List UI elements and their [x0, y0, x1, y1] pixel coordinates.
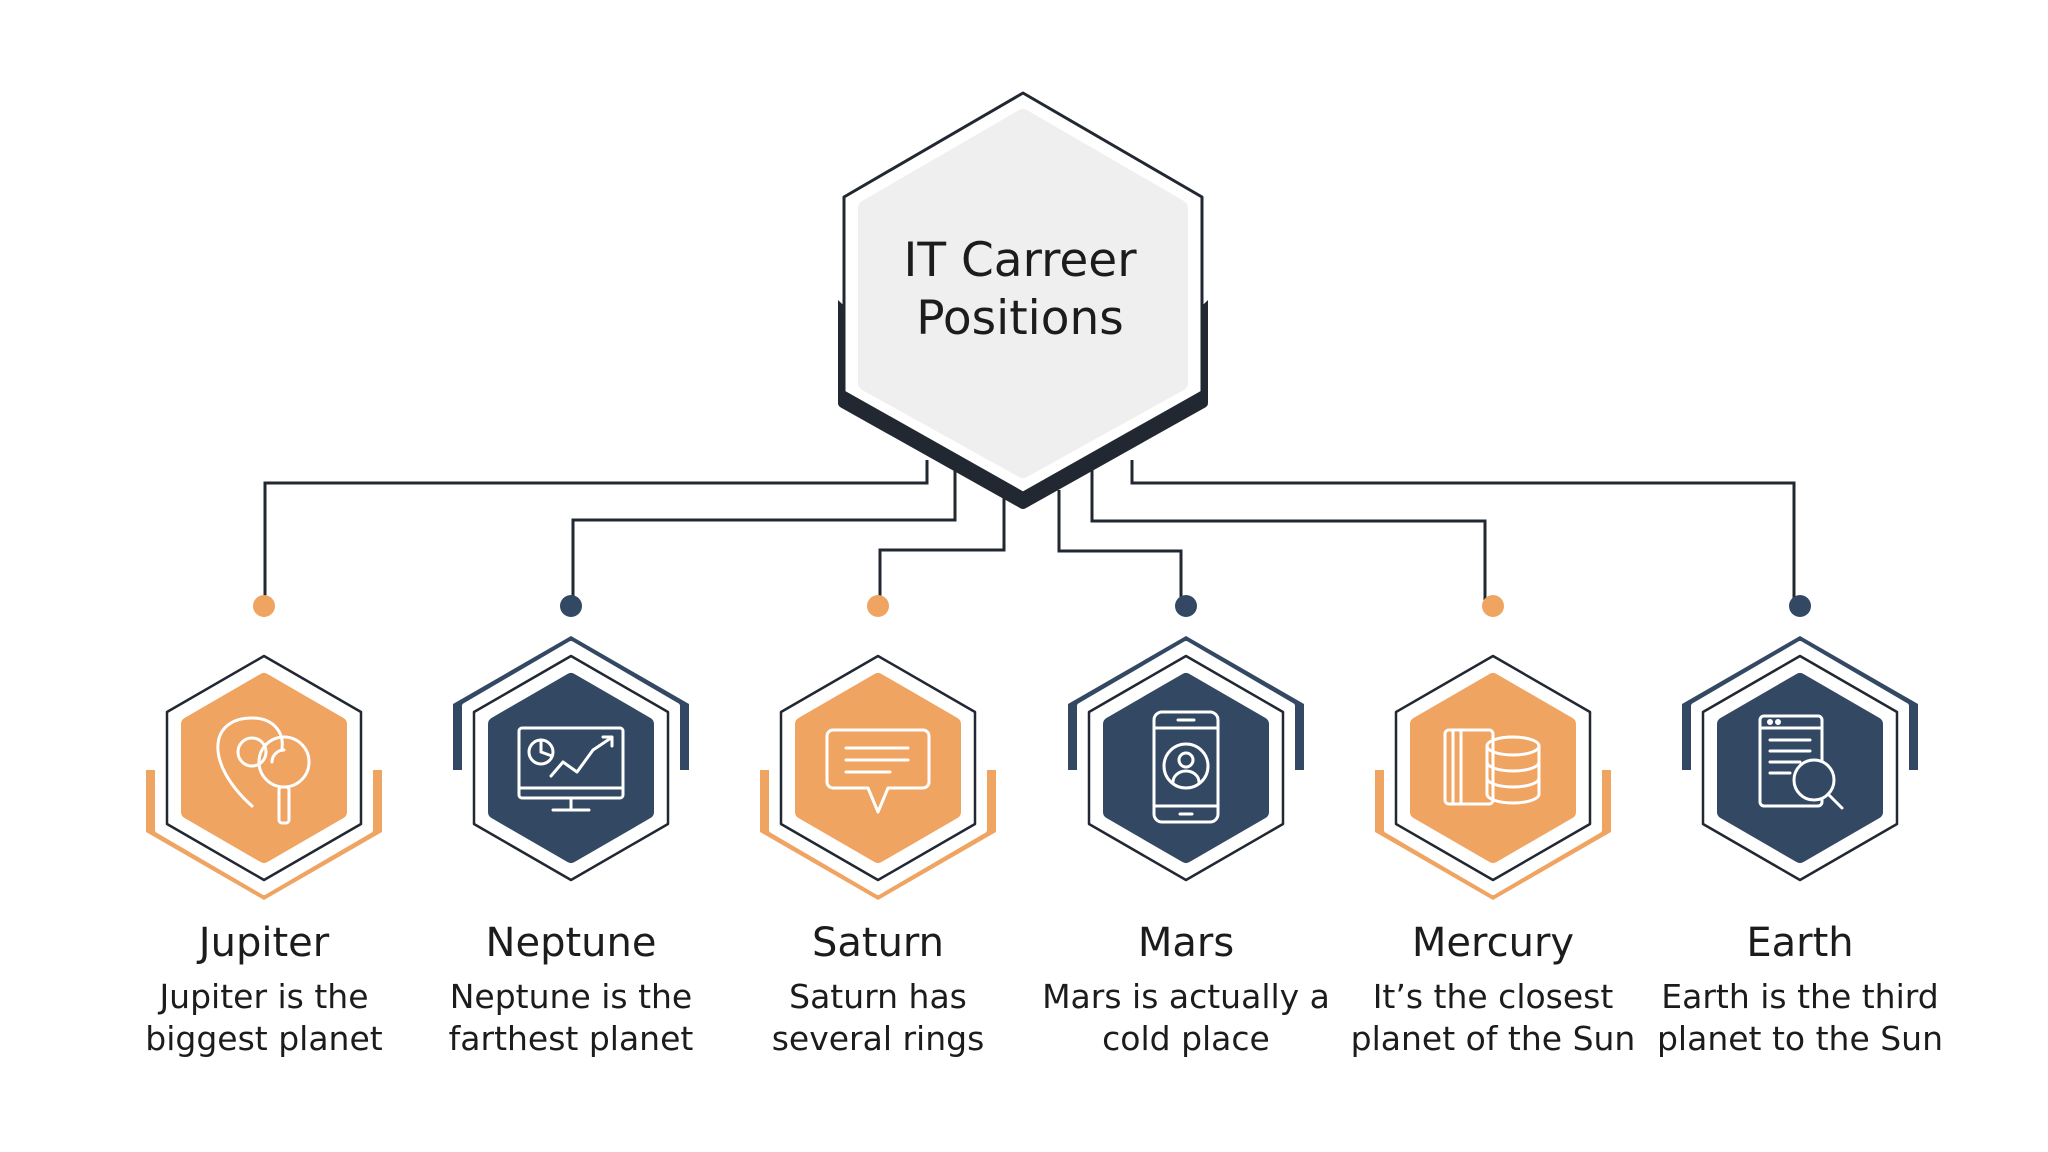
center-hexagon [838, 85, 1208, 509]
label-description: Jupiter is the biggest planet [114, 976, 414, 1060]
nodes-layer [146, 595, 1918, 900]
center-hexagon-fill [858, 109, 1188, 478]
label-earth: Earth Earth is the third planet to the S… [1650, 918, 1950, 1060]
connector-dot [253, 595, 275, 617]
label-description: Mars is actually a cold place [1036, 976, 1336, 1060]
label-description: It’s the closest planet of the Sun [1343, 976, 1643, 1060]
label-saturn: Saturn Saturn has several rings [728, 918, 1028, 1060]
map-pin-search-icon [216, 716, 311, 825]
connector-earth [1130, 460, 1796, 602]
label-description-line2: planet to the Sun [1656, 1019, 1944, 1058]
connector-dot [867, 595, 889, 617]
label-title: Neptune [485, 920, 657, 966]
connector-dot [1482, 595, 1504, 617]
label-description-line1: Mars is actually a [1042, 977, 1330, 1016]
label-jupiter: Jupiter Jupiter is the biggest planet [114, 918, 414, 1060]
node-saturn [760, 595, 996, 900]
label-description: Earth is the third planet to the Sun [1650, 976, 1950, 1060]
connector-dot [1175, 595, 1197, 617]
smartphone-user-icon [1152, 710, 1220, 824]
label-description-line1: Neptune is the [449, 977, 693, 1016]
node-earth [1682, 595, 1918, 895]
label-description-line2: biggest planet [145, 1019, 383, 1058]
label-title: Mars [1137, 920, 1235, 966]
connector-mars [1057, 490, 1183, 600]
label-description-line1: Saturn has [789, 977, 967, 1016]
node-mercury [1375, 595, 1611, 900]
connector-mercury [1090, 470, 1487, 600]
connector-dot [560, 595, 582, 617]
center-title-line1: IT Carreer [903, 233, 1137, 288]
label-title: Earth [1746, 920, 1854, 966]
label-description: Neptune is the farthest planet [421, 976, 721, 1060]
label-neptune: Neptune Neptune is the farthest planet [421, 918, 721, 1060]
chat-bubble-icon [825, 728, 931, 814]
label-mars: Mars Mars is actually a cold place [1036, 918, 1336, 1060]
label-title: Saturn [811, 920, 945, 966]
node-jupiter [146, 595, 382, 900]
center-title-line2: Positions [916, 291, 1124, 346]
card-coins-icon [1443, 728, 1541, 806]
node-inner-fill [795, 673, 961, 863]
label-description-line2: cold place [1102, 1019, 1270, 1058]
node-mars [1068, 595, 1304, 895]
center-title: IT Carreer Positions [830, 232, 1210, 348]
connector-jupiter [263, 460, 929, 602]
monitor-chart-icon [517, 726, 625, 812]
document-search-icon [1758, 714, 1844, 810]
connector-neptune [571, 470, 957, 600]
label-mercury: Mercury It’s the closest planet of the S… [1343, 918, 1643, 1060]
label-description-line1: Earth is the third [1661, 977, 1939, 1016]
connector-dot [1789, 595, 1811, 617]
label-description-line2: farthest planet [448, 1019, 694, 1058]
label-description-line2: several rings [771, 1019, 985, 1058]
label-title: Jupiter [198, 920, 330, 966]
connectors [263, 460, 1796, 602]
label-title: Mercury [1411, 920, 1575, 966]
label-description-line2: planet of the Sun [1350, 1019, 1636, 1058]
label-description: Saturn has several rings [728, 976, 1028, 1060]
connector-saturn [878, 490, 1006, 600]
node-neptune [453, 595, 689, 895]
label-description-line1: Jupiter is the [159, 977, 369, 1016]
node-inner-fill [181, 673, 347, 863]
label-description-line1: It’s the closest [1372, 977, 1614, 1016]
